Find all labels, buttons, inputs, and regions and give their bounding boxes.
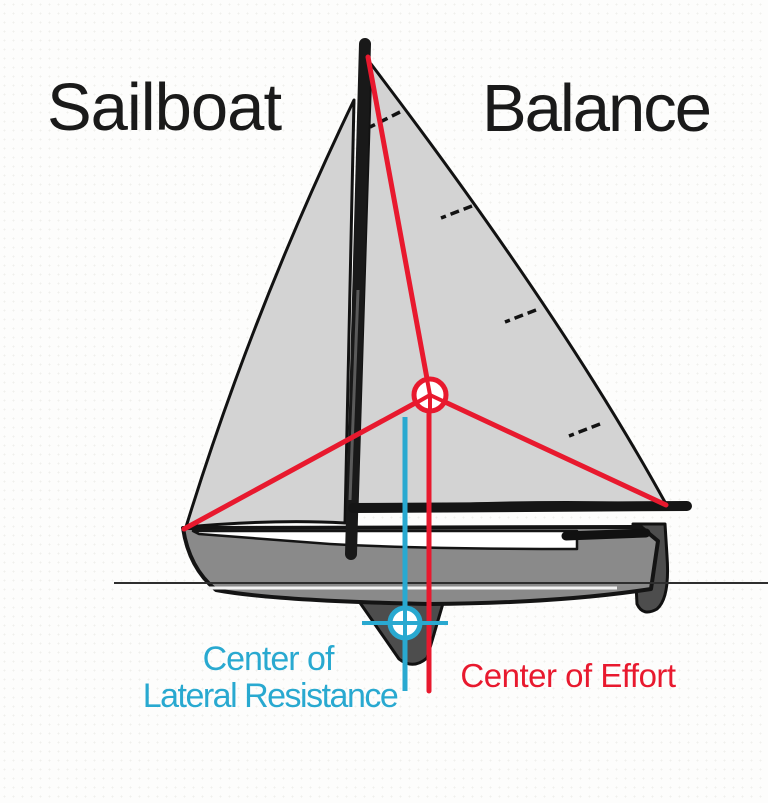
center-of-effort-lines [181,54,669,694]
effort-marker-spokes [414,377,447,413]
batten-mark [504,308,537,324]
effort-line-tack [181,392,433,532]
title-sailboat: Sailboat [46,70,282,145]
tiller [561,528,651,541]
label-center-of-lateral-resistance-line1: Center of [202,640,335,678]
hull-group [181,522,669,666]
center-of-lateral-resistance-group [362,417,448,691]
batten-mark [369,110,401,129]
label-center-of-effort: Center of Effort [460,657,676,694]
batten-mark [440,204,473,220]
title-balance: Balance [481,71,712,146]
effort-line-clew [427,392,669,508]
mast-highlight [348,289,360,501]
jib-sail [184,98,356,529]
batten-mark [568,422,601,438]
batten-marks [369,110,601,438]
effort-line-masthead [365,54,433,398]
boom [348,501,692,513]
label-center-of-lateral-resistance-line2: Lateral Resistance [142,677,399,715]
